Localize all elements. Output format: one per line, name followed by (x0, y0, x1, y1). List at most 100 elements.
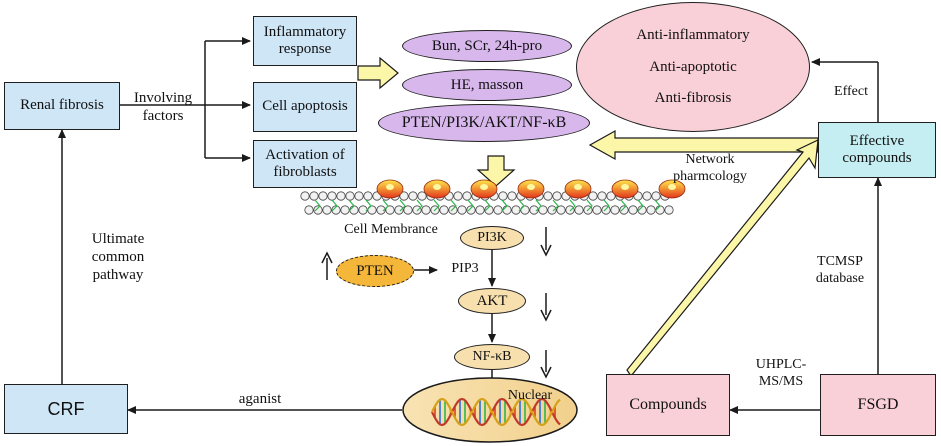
lipid-head (322, 205, 332, 215)
channel-highlight (433, 184, 441, 190)
lipid-head (475, 205, 485, 215)
lipid-tail (501, 199, 508, 212)
akt-oval: AKT (458, 288, 526, 314)
lipid-head (336, 191, 346, 201)
anti-apoptotic-label: Anti-apoptotic (649, 58, 737, 75)
lipid-head (502, 205, 512, 215)
lipid-head (385, 205, 395, 215)
down-arrow-icon (540, 227, 552, 257)
lipid-head (421, 205, 431, 215)
block-arrow (357, 56, 399, 90)
anti-fibrosis-label: Anti-fibrosis (654, 89, 732, 106)
involving-factors-label: Involving factors (133, 90, 193, 124)
lipid-tail (331, 199, 338, 212)
lipid-head (367, 205, 377, 215)
cell-apoptosis-box: Cell apoptosis (253, 82, 357, 132)
lipid-head (349, 205, 359, 215)
effects-oval: Anti-inflammatory Anti-apoptotic Anti-fi… (576, 2, 810, 132)
effective-compounds-box: Effective compounds (818, 122, 936, 178)
lipid-tail (450, 199, 457, 212)
channel-highlight (527, 184, 535, 190)
lipid-head (493, 205, 503, 215)
lipid-head (439, 205, 449, 215)
nfkb-label: NF-κB (472, 349, 512, 364)
renal-fibrosis-label: Renal fibrosis (20, 97, 104, 114)
crf-label: CRF (47, 398, 85, 419)
tcmsp-database-label: TCMSP database (815, 254, 865, 286)
lipid-head (574, 205, 584, 215)
channel-highlight (574, 184, 582, 190)
block-arrow (476, 155, 516, 187)
akt-label: AKT (476, 292, 508, 309)
lipid-head (399, 191, 409, 201)
lipid-tail (433, 199, 440, 212)
lipid-head (331, 205, 341, 215)
lipid-head (394, 205, 404, 215)
renal-fibrosis-box: Renal fibrosis (4, 82, 120, 130)
down-arrow-icon (540, 293, 552, 322)
lipid-head (358, 205, 368, 215)
lipid-head (547, 205, 557, 215)
bun-scr-oval: Bun, SCr, 24h-pro (402, 30, 572, 62)
lipid-head (466, 205, 476, 215)
up-arrow-icon (321, 251, 333, 280)
lipid-head (484, 205, 494, 215)
lipid-tail (416, 199, 423, 212)
lipid-head (300, 191, 310, 201)
cell-membrane-label: Cell Membrance (344, 222, 438, 237)
lipid-head (628, 205, 638, 215)
lipid-head (340, 205, 350, 215)
dna-strand (431, 397, 561, 427)
lipid-head (664, 205, 674, 215)
lipid-head (507, 191, 517, 201)
fsgd-box: FSGD (820, 374, 936, 436)
lipid-head (565, 205, 575, 215)
lipid-head (345, 191, 355, 201)
lipid-head (646, 205, 656, 215)
inflammatory-response-label: Inflammatory response (263, 23, 347, 57)
effect-label: Effect (834, 84, 868, 99)
lipid-head (408, 191, 418, 201)
channel-highlight (386, 184, 394, 190)
block-arrow (588, 129, 819, 161)
activation-fibroblasts-label: Activation of fibroblasts (265, 146, 345, 180)
lipid-head (588, 191, 598, 201)
lipid-tail (484, 199, 491, 212)
he-masson-oval: HE, masson (402, 69, 572, 101)
lipid-head (327, 191, 337, 201)
lipid-head (309, 191, 319, 201)
pi3k-label: PI3K (477, 230, 507, 245)
pten-pathway-label: PTEN/PI3K/AKT/NF-κB (401, 114, 567, 131)
aganist-label: aganist (238, 391, 282, 407)
anti-inflammatory-label: Anti-inflammatory (636, 27, 750, 44)
pten-oval: PTEN (336, 255, 414, 287)
lipid-head (606, 191, 616, 201)
pi3k-oval: PI3K (460, 226, 524, 250)
lipid-head (412, 205, 422, 215)
lipid-head (453, 191, 463, 201)
lipid-tail (348, 199, 355, 212)
dna-icon (431, 397, 561, 427)
uhplc-label: UHPLC-MS/MS (755, 357, 807, 389)
compounds-box: Compounds (606, 374, 730, 436)
lipid-head (511, 205, 521, 215)
lipid-head (610, 205, 620, 215)
lipid-tail (382, 199, 389, 212)
channel-highlight (668, 184, 676, 190)
bun-scr-label: Bun, SCr, 24h-pro (431, 37, 543, 54)
compounds-label: Compounds (629, 395, 707, 413)
lipid-tail (399, 199, 406, 212)
lipid-tail (314, 199, 321, 212)
lipid-head (543, 191, 553, 201)
lipid-head (529, 205, 539, 215)
lipid-head (655, 205, 665, 215)
nuclear-label: Nuclear (507, 388, 553, 403)
lipid-head (313, 205, 323, 215)
lipid-tail (365, 199, 372, 212)
lipid-head (498, 191, 508, 201)
pten-pathway-oval: PTEN/PI3K/AKT/NF-κB (378, 104, 590, 142)
dna-strand (431, 397, 561, 427)
network-pharmacology-label: Network pharmcology (673, 152, 747, 184)
